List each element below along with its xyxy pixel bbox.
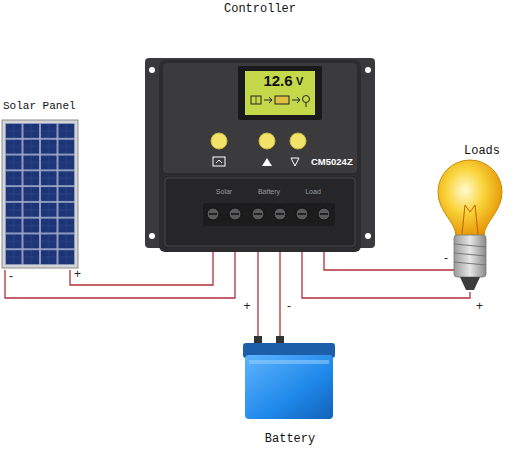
- controller-picture: [303, 96, 310, 103]
- controller-picture: [211, 133, 227, 149]
- terminal-screw: [209, 213, 217, 215]
- battery-picture: [249, 360, 329, 364]
- battery-picture: [245, 355, 333, 419]
- device-heading: Battery: [262, 430, 318, 448]
- device-node: Loads: [454, 142, 510, 292]
- terminal-screw: [298, 213, 306, 215]
- polarity-sign: +: [74, 268, 81, 281]
- controller-picture: [203, 203, 335, 226]
- battery-picture: [243, 336, 335, 419]
- controller-picture: [291, 158, 299, 166]
- polarity-sign: -: [287, 300, 291, 313]
- controller-picture: [292, 97, 300, 103]
- terminal-screw: [320, 213, 328, 215]
- bulb-picture: [438, 160, 502, 236]
- controller-picture: [238, 66, 322, 120]
- controller-picture: [262, 158, 272, 166]
- controller-picture: [149, 67, 155, 73]
- terminal-screw: [296, 208, 308, 220]
- wire: [324, 252, 454, 270]
- controller-picture: [251, 96, 261, 104]
- controller-picture: [149, 233, 155, 239]
- controller-picture: [365, 67, 371, 73]
- terminal-screw: [274, 208, 286, 220]
- model-number: CM5024Z: [311, 157, 353, 167]
- controller-picture: [245, 71, 315, 115]
- terminal-label: Battery: [258, 188, 280, 196]
- polarity-sign: +: [243, 300, 250, 313]
- terminal-screw: [207, 208, 219, 220]
- terminal-screw: [318, 208, 330, 220]
- controller-picture: [145, 58, 375, 248]
- bulb-picture: [454, 262, 486, 265]
- device-heading: Controller: [221, 0, 299, 18]
- bulb-picture: [454, 235, 486, 277]
- polarity-sign: -: [444, 252, 448, 265]
- device-node: Controller: [145, 0, 375, 252]
- controller-picture: [159, 60, 361, 252]
- device-heading: Solar Panel: [0, 98, 79, 115]
- controller-picture: [163, 63, 357, 173]
- lcd-reading: 12.6: [263, 73, 292, 90]
- terminal-screw: [252, 208, 264, 220]
- solar-panel-picture: [5, 123, 75, 265]
- device-node: Battery: [240, 336, 340, 448]
- polarity-sign: +: [476, 300, 483, 313]
- bulb-picture: [462, 205, 478, 234]
- solar-panel-picture: [2, 120, 78, 268]
- wire: [70, 252, 213, 285]
- controller-picture: [365, 233, 371, 239]
- terminal-screw: [254, 213, 262, 215]
- bulb-picture: [454, 244, 486, 247]
- controller-picture: [216, 160, 222, 163]
- bulb-picture: [460, 277, 480, 290]
- bulb-picture: [454, 253, 486, 256]
- device-heading: Loads: [461, 142, 503, 160]
- lcd-unit: V: [296, 75, 303, 87]
- wire: [257, 252, 258, 336]
- controller-picture: [256, 96, 257, 104]
- wire: [279, 252, 280, 336]
- terminal-label: Solar: [216, 188, 232, 196]
- solar-panel-picture: [2, 120, 78, 268]
- terminal-screw: [207, 208, 330, 220]
- wire: [302, 252, 470, 298]
- controller-picture: [213, 157, 225, 166]
- controller-picture: [145, 58, 375, 252]
- controller-picture: [275, 96, 289, 104]
- terminal-screw: [231, 213, 239, 215]
- device-node: Solar Panel: [0, 98, 83, 270]
- controller-picture: [259, 133, 275, 149]
- terminal-screw: [276, 213, 284, 215]
- controller-picture: [306, 103, 307, 107]
- controller-picture: [165, 178, 355, 246]
- terminal-screw: [229, 208, 241, 220]
- wire: [5, 252, 235, 298]
- controller-picture: [290, 133, 306, 149]
- polarity-sign: -: [9, 270, 13, 283]
- controller-picture: [264, 97, 272, 103]
- terminal-label: Load: [305, 188, 321, 196]
